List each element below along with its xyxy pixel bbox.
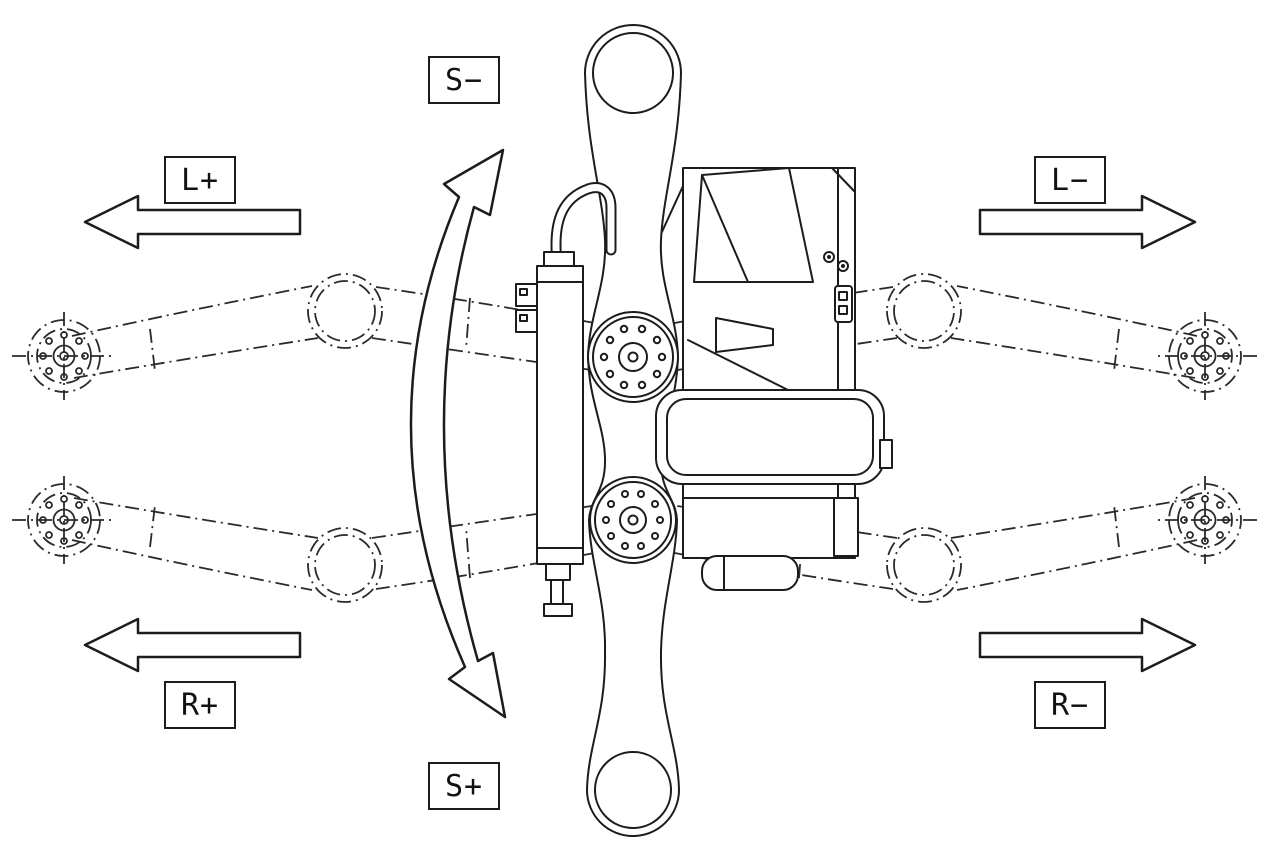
cylinder-body bbox=[536, 265, 584, 565]
elbow-joint-icon bbox=[307, 273, 383, 349]
label-s-plus: S+ bbox=[428, 762, 500, 810]
direction-arrows bbox=[83, 148, 1197, 719]
cylinder-cap bbox=[543, 251, 575, 267]
wrist-flange-icon bbox=[11, 311, 117, 401]
label-r-plus: R+ bbox=[164, 681, 236, 729]
shoulder-joint-flange-upper bbox=[587, 311, 679, 403]
bottom-motor bbox=[701, 555, 799, 591]
shoulder-joint-flange-lower bbox=[589, 476, 677, 564]
label-l-minus: L− bbox=[1034, 156, 1106, 204]
arrow-r-plus bbox=[83, 617, 302, 673]
arrow-r-minus bbox=[978, 617, 1197, 673]
robot-machine bbox=[515, 24, 893, 837]
label-r-minus: R− bbox=[1034, 681, 1106, 729]
label-s-minus: S− bbox=[428, 56, 500, 104]
arrow-s-axis bbox=[409, 148, 507, 719]
top-housing bbox=[693, 167, 814, 283]
wrist-flange-icon bbox=[11, 475, 117, 565]
phantom-arms-left bbox=[11, 273, 601, 603]
screw-icon bbox=[837, 260, 849, 272]
controller-module bbox=[655, 389, 885, 485]
bottom-bracket bbox=[833, 497, 859, 557]
screw-icon bbox=[823, 251, 835, 263]
clamp-wedge bbox=[715, 317, 774, 353]
track-roller-bottom bbox=[594, 751, 672, 829]
label-l-plus: L+ bbox=[164, 156, 236, 204]
elbow-joint-icon bbox=[307, 527, 383, 603]
track-roller-top bbox=[592, 32, 674, 114]
